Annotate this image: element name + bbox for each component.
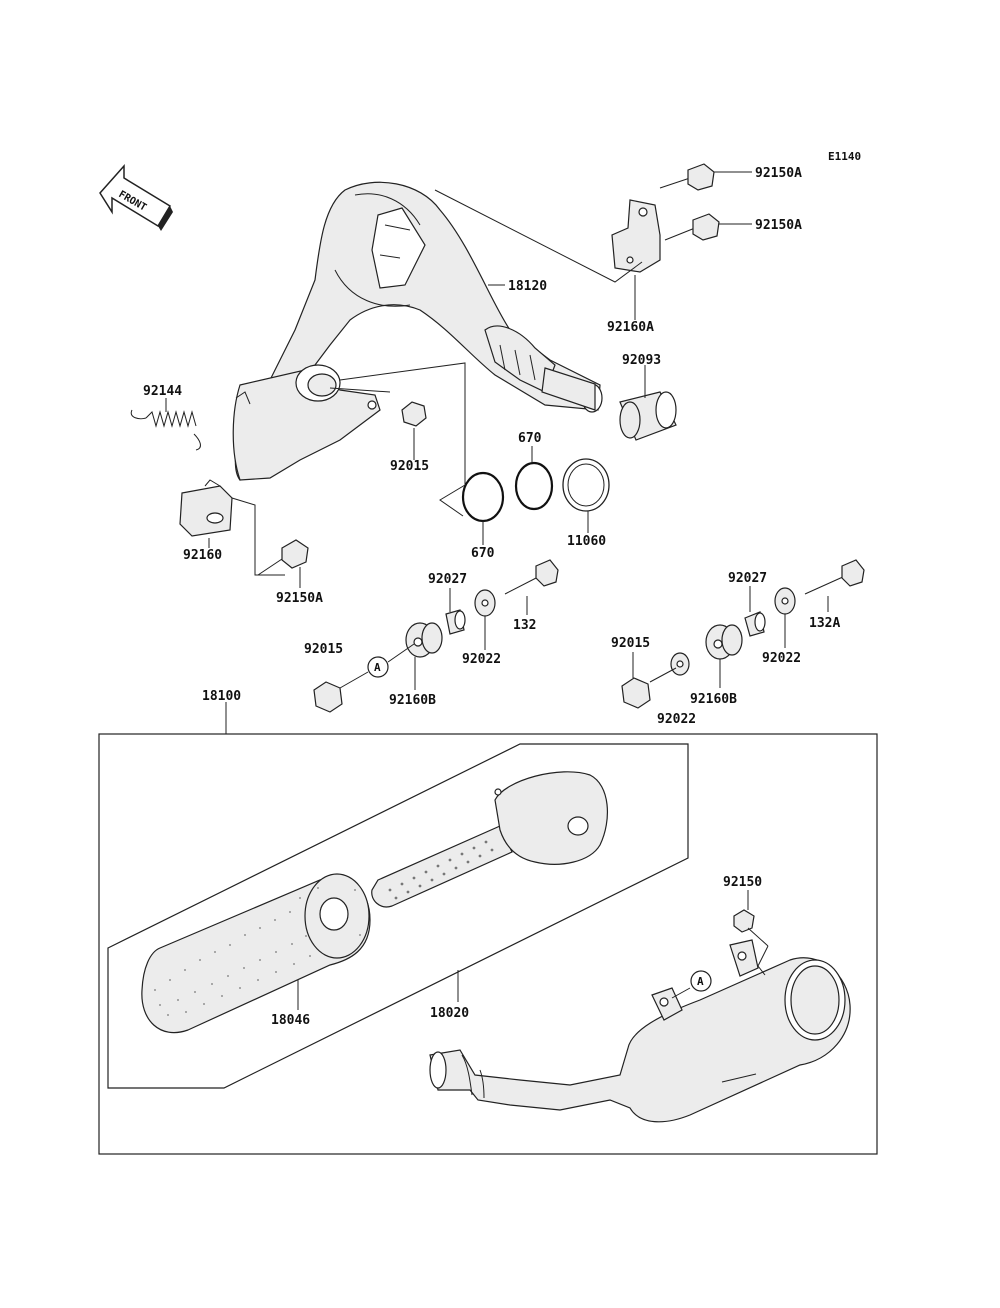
label-670-bottom: 670 xyxy=(471,546,495,561)
bolt-92150A-top xyxy=(659,163,715,191)
bracket-92160A xyxy=(611,199,661,273)
label-92150A-top: 92150A xyxy=(755,166,802,181)
label-18100: 18100 xyxy=(202,689,241,704)
label-92027-left: 92027 xyxy=(428,572,467,587)
silencer-assembly xyxy=(429,939,851,1123)
expansion-chamber-18120 xyxy=(234,181,603,481)
label-132A: 132A xyxy=(809,616,840,631)
grommet-92160B-right xyxy=(705,624,743,660)
leader-lines xyxy=(165,171,829,1010)
bolt-92150 xyxy=(733,909,769,976)
washer-92022-right xyxy=(774,587,796,615)
svg-text:A: A xyxy=(697,975,704,988)
label-18120: 18120 xyxy=(508,279,547,294)
damper-92160 xyxy=(179,479,233,537)
label-92144: 92144 xyxy=(143,384,182,399)
bolt-132A xyxy=(804,559,865,595)
label-92160B-left: 92160B xyxy=(389,693,436,708)
label-92022-right: 92022 xyxy=(762,651,801,666)
label-92022-left: 92022 xyxy=(462,652,501,667)
washer-92022-bottom xyxy=(670,652,690,676)
grommet-92160B-left xyxy=(405,622,443,658)
spring-92144 xyxy=(130,409,201,451)
joint-92093 xyxy=(619,391,677,441)
washer-92022-left xyxy=(474,589,496,617)
label-92022-bottom: 92022 xyxy=(657,712,696,727)
label-92093: 92093 xyxy=(622,353,661,368)
nut-92015-right xyxy=(621,677,651,709)
silencer-core-18020 xyxy=(371,771,609,908)
label-92027-right: 92027 xyxy=(728,571,767,586)
label-11060: 11060 xyxy=(567,534,606,549)
packing-18046 xyxy=(141,873,371,1034)
label-92150A-mid: 92150A xyxy=(755,218,802,233)
label-132: 132 xyxy=(513,618,536,633)
callout-A-left: A xyxy=(367,656,389,678)
label-92015-top: 92015 xyxy=(390,459,429,474)
bolt-132 xyxy=(504,559,559,595)
label-92150: 92150 xyxy=(723,875,762,890)
o-ring-670-bottom xyxy=(461,471,505,523)
diagram-code: E1140 xyxy=(828,150,861,163)
muffler-internals-group xyxy=(107,743,689,1089)
muffler-assembly-frame xyxy=(98,733,878,1155)
front-arrow-icon: FRONT xyxy=(99,164,173,231)
perforation-texture xyxy=(388,840,494,900)
label-92160A: 92160A xyxy=(607,320,654,335)
collar-92027-left xyxy=(445,609,466,635)
nut-92015-top xyxy=(401,401,427,427)
callout-A-silencer: A xyxy=(671,970,712,999)
label-92015-left: 92015 xyxy=(304,642,343,657)
chamber-mount-bracket xyxy=(232,364,381,481)
collar-92027-right xyxy=(744,611,766,637)
gasket-11060 xyxy=(562,458,610,512)
bolt-92150A-low xyxy=(257,539,309,576)
label-92160: 92160 xyxy=(183,548,222,563)
label-18046: 18046 xyxy=(271,1013,310,1028)
label-92160B-right: 92160B xyxy=(690,692,737,707)
label-18020: 18020 xyxy=(430,1006,469,1021)
packing-texture xyxy=(154,887,361,1016)
label-92150A-low: 92150A xyxy=(276,591,323,606)
nut-92015-left xyxy=(313,681,343,713)
bolt-92150A-mid xyxy=(664,213,720,241)
o-ring-670-top xyxy=(514,461,554,511)
svg-text:A: A xyxy=(374,661,381,674)
label-92015-right: 92015 xyxy=(611,636,650,651)
label-670-top: 670 xyxy=(518,431,542,446)
